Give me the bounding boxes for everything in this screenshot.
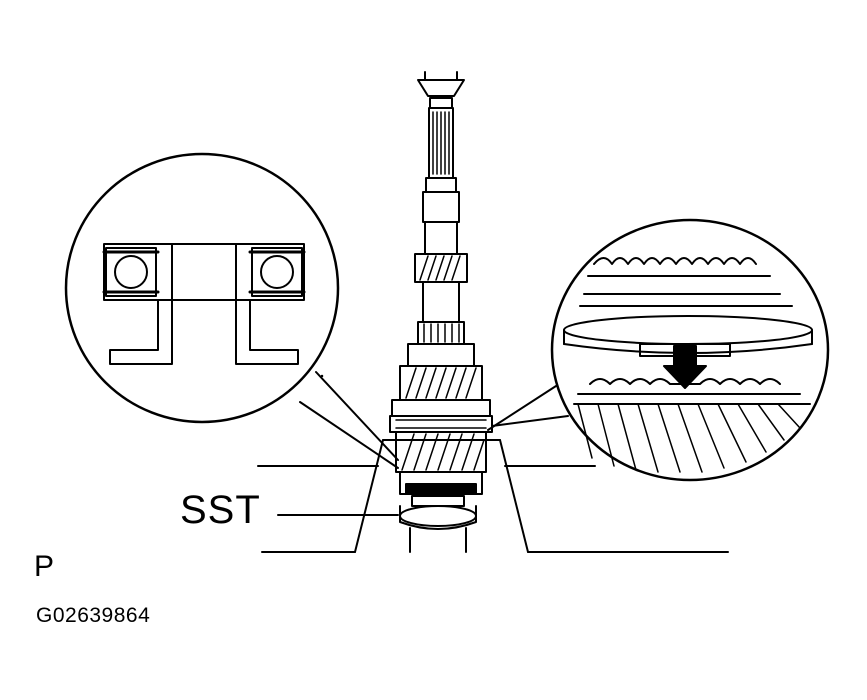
sst-tool [399, 495, 477, 553]
bearing-ball-left [114, 255, 148, 289]
press-bed [257, 439, 729, 553]
press-direction-arrow [673, 345, 697, 369]
bearing-detail-callout [64, 152, 399, 469]
bearing-ball-right [260, 255, 294, 289]
gear-detail-callout [487, 218, 830, 482]
sst-label: SST [180, 488, 261, 532]
output-shaft [414, 97, 468, 345]
gear-stack [389, 343, 493, 495]
figure-code: G02639864 [36, 604, 151, 627]
view-label: P [34, 550, 55, 583]
press-ram [417, 71, 465, 97]
